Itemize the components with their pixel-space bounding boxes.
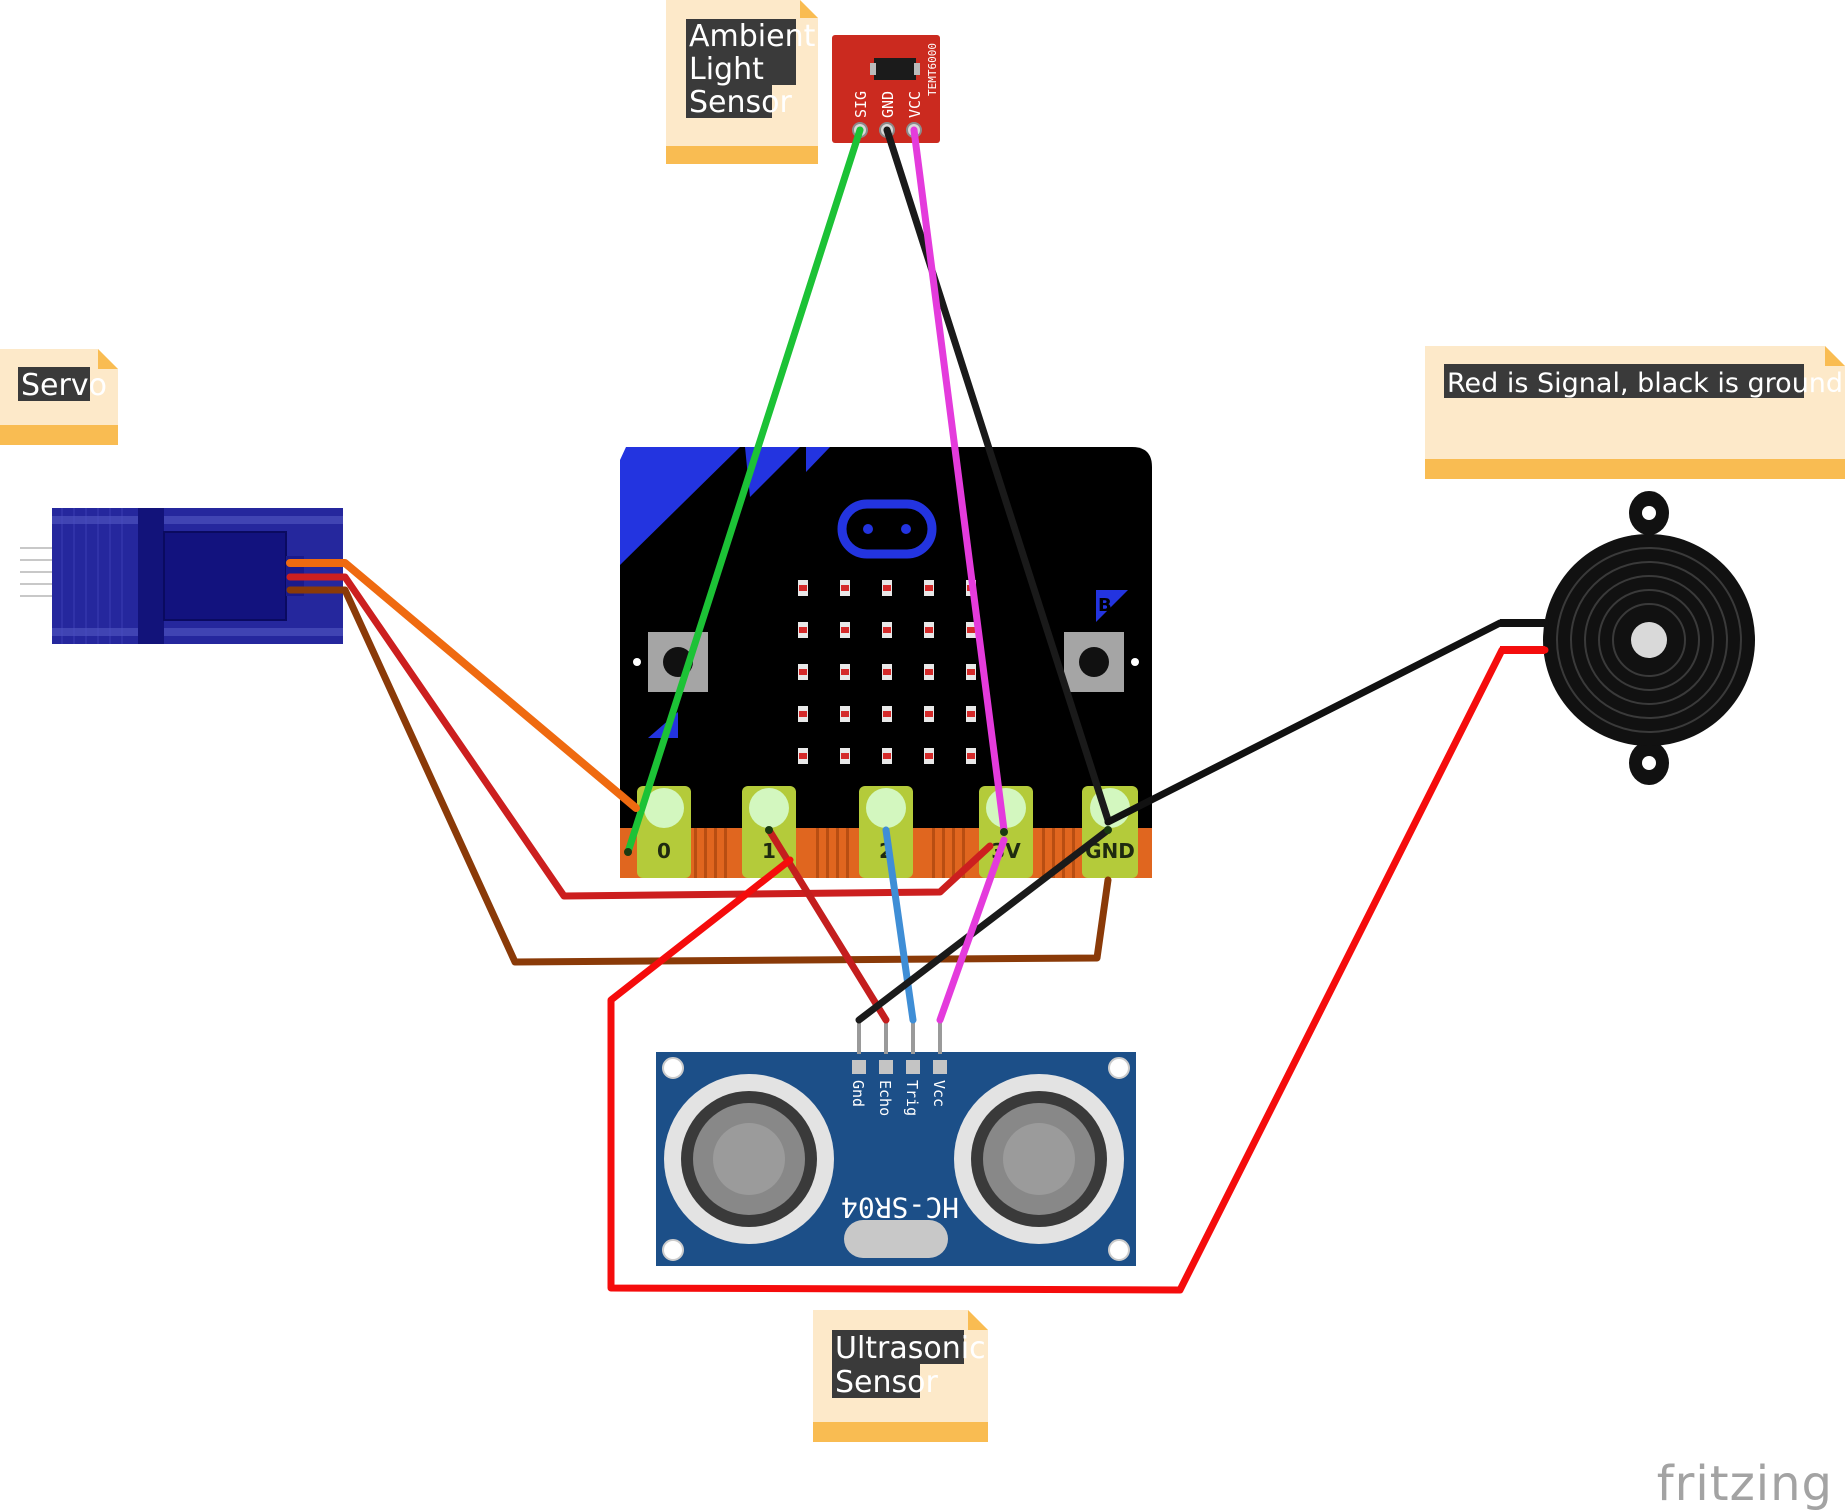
button-b-marker	[1096, 590, 1128, 622]
hcsr04-pin-gnd-label: Gnd	[849, 1080, 867, 1107]
note-ultrasonic-line-2: Sensor	[835, 1365, 938, 1400]
note-servo-line-1: Servo	[21, 368, 107, 403]
hcsr04-model-label: HC-SR04	[841, 1191, 959, 1224]
note-ambient-light[interactable]: Ambient Light Sensor	[666, 0, 818, 164]
wire-servo-power-to-3v[interactable]	[286, 573, 994, 900]
light-pin-vcc-label: VCC	[906, 91, 924, 118]
wire-buzzer-ground-to-gnd[interactable]	[1104, 619, 1549, 826]
note-servo[interactable]: Servo	[0, 349, 118, 445]
light-pin-gnd-label: GND	[879, 91, 897, 118]
note-buzzer-line-1: Red is Signal, black is ground.	[1447, 368, 1845, 399]
note-ambient-line-3: Sensor	[689, 85, 792, 120]
wire-hcsr04-trig-to-p2[interactable]	[882, 826, 917, 1024]
ultrasonic-sensor-hcsr04[interactable]: HC-SR04 Gnd Echo Trig Vcc	[656, 1020, 1136, 1266]
pad-1-label: 1	[762, 839, 776, 863]
button-b-label: B	[1098, 595, 1112, 616]
pad-0[interactable]: 0	[637, 786, 691, 878]
note-ultrasonic[interactable]: Ultrasonic Sensor	[813, 1310, 988, 1442]
note-ultrasonic-line-1: Ultrasonic	[835, 1331, 986, 1366]
button-b[interactable]	[1064, 632, 1124, 692]
hcsr04-pin-vcc-label: Vcc	[930, 1080, 948, 1107]
microbit-board[interactable]: B	[620, 447, 1152, 878]
fritzing-logo-text: fritzing	[1657, 1456, 1833, 1512]
note-ambient-line-1: Ambient	[689, 19, 816, 54]
ultrasonic-transducer-left	[664, 1074, 834, 1244]
light-pin-sig-label: SIG	[852, 91, 870, 118]
wire-servo-signal-to-p0[interactable]	[286, 559, 640, 812]
wires	[286, 126, 1549, 1294]
note-ambient-line-2: Light	[689, 52, 764, 87]
wire-hcsr04-gnd-to-gnd[interactable]	[855, 826, 1112, 1024]
servo-motor[interactable]	[20, 508, 343, 644]
microbit-corner-logo	[620, 447, 740, 565]
microbit-touch-logo[interactable]	[837, 499, 937, 559]
hcsr04-pin-echo-label: Echo	[876, 1080, 894, 1116]
piezo-buzzer[interactable]	[1500, 491, 1755, 785]
pad-0-label: 0	[657, 839, 671, 863]
wire-light-sig-to-p0[interactable]	[624, 126, 864, 856]
wire-light-vcc-to-3v[interactable]	[910, 126, 1008, 834]
wire-hcsr04-vcc-to-3v[interactable]	[936, 836, 1008, 1024]
note-buzzer[interactable]: Red is Signal, black is ground.	[1425, 346, 1845, 479]
light-part-label: TEMT6000	[926, 43, 939, 96]
ultrasonic-transducer-right	[954, 1074, 1124, 1244]
wire-buzzer-signal-to-p1[interactable]	[607, 646, 1549, 1294]
wire-servo-ground-to-gnd[interactable]	[286, 586, 1112, 966]
wire-light-gnd-to-gnd[interactable]	[883, 126, 1112, 824]
hcsr04-pin-trig-label: Trig	[903, 1080, 921, 1116]
